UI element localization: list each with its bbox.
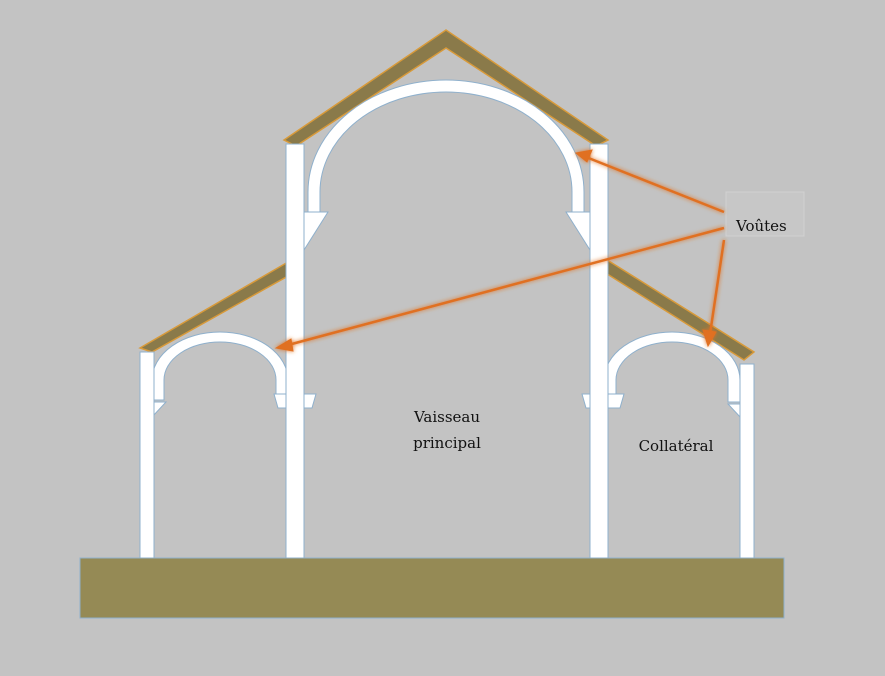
arrow-to-right-aisle-vault: [708, 239, 726, 335]
arrow-to-left-aisle-vault: [287, 226, 725, 347]
vaults-label-box: [725, 191, 805, 237]
arrowhead-main-vault: [574, 149, 593, 163]
right-outer-wall: [739, 363, 755, 559]
main-vault-springer-right: [565, 211, 591, 252]
vault-arrows: [274, 149, 726, 352]
left-aisle-vault: [151, 331, 289, 401]
label-nave-line-2: principal: [413, 434, 481, 452]
arrowhead-right-aisle-vault: [702, 329, 717, 348]
ground: [79, 557, 785, 619]
arrowhead-left-aisle-vault: [274, 338, 294, 352]
left-outer-wall: [139, 351, 155, 559]
left-nave-pillar: [285, 143, 305, 559]
right-nave-pillar: [589, 143, 609, 559]
label-nave-line-1: Vaisseau: [413, 408, 481, 426]
arrow-to-main-vault: [585, 155, 725, 214]
label-aisle: Collatéral: [638, 437, 714, 455]
main-vault-springer-left: [303, 211, 329, 252]
label-vaults: Voûtes: [736, 217, 787, 235]
label-nave: Vaisseau principal: [385, 404, 509, 456]
